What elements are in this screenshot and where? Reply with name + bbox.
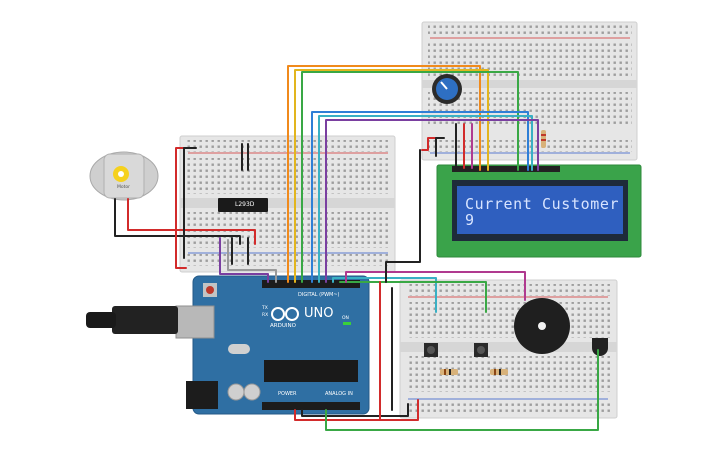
wire-black-vertical [385,149,421,283]
motor-label: Motor [117,185,131,190]
arduino-digital-label: DIGITAL (PWM~) [298,292,340,298]
lcd-header-pins [452,166,560,172]
wire-motor-red [127,198,256,245]
lcd-resistor [541,130,546,148]
arduino-model-label: UNO [304,306,334,321]
wire-red-power-loop [294,399,419,421]
arduino-uno-board [86,275,370,415]
wire-blue-lcd [311,111,529,283]
lcd-module [436,164,642,258]
arduino-on-label: ON [342,316,349,321]
wire-left-black-rail [183,147,197,259]
wire-motor-black [114,198,241,245]
wire-green-sensor [325,349,599,431]
wire-green-button [339,281,487,313]
dc-motor [89,151,159,201]
wire-magenta-buzzer [345,271,526,301]
temperature-sensor [592,338,608,356]
arduino-tx-label: TX [262,306,268,311]
wire-teal-button [332,277,437,313]
push-button-right [474,343,488,357]
button-resistor-right [490,369,508,375]
l293d-chip [218,198,268,212]
arduino-brand-label: ARDUINO [270,323,296,329]
wires [114,65,599,431]
wire-left-red-rail [175,147,189,269]
wire-orange-lcd [287,65,481,283]
lcd-line-2: 9 [465,211,475,229]
arduino-power-label: POWER [278,391,297,397]
potentiometer [432,74,462,104]
wire-purple-lcd [325,119,539,283]
wire-purple-chip [219,237,269,283]
piezo-buzzer [514,298,570,354]
wire-teal-lcd [318,115,533,283]
wire-grey-chip [227,239,277,283]
lcd-line-1: Current Customer [465,195,620,213]
wire-lcd-rail-red [421,137,437,151]
arduino-rx-label: RX [262,313,269,318]
arduino-analog-label: ANALOG IN [325,391,353,397]
push-button-left [424,343,438,357]
wire-black-power-loop [301,403,409,417]
arduino-logo-icon [271,307,299,321]
button-resistor-left [440,369,458,375]
wire-lcd-rail-black [435,137,445,157]
driver-chip-label: L293D [235,201,255,208]
